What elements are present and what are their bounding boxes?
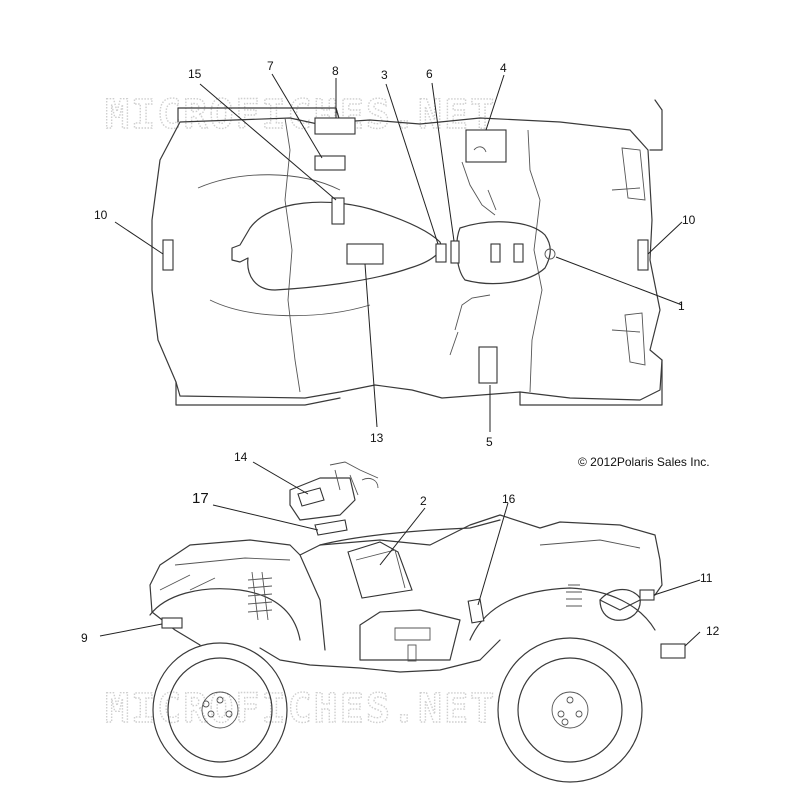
decal-6: [450, 240, 460, 264]
callout-2: 2: [420, 494, 427, 508]
decal-3: [435, 243, 447, 263]
decal-7: [314, 155, 346, 171]
callout-11: 11: [700, 571, 713, 585]
atv-top-view: [151, 99, 663, 406]
decal-5: [478, 346, 498, 384]
callout-6: 6: [426, 67, 433, 81]
decal-16: [467, 598, 485, 624]
decal-11: [639, 589, 655, 601]
callout-10-front: 10: [682, 213, 696, 227]
decal-15: [331, 197, 345, 225]
callout-4: 4: [500, 61, 507, 75]
decal-9: [161, 617, 183, 629]
decal-4: [465, 129, 507, 163]
callout-16: 16: [502, 492, 516, 506]
decal-13: [346, 243, 384, 265]
callout-12: 12: [706, 624, 720, 638]
callout-14: 14: [234, 450, 248, 464]
callout-8: 8: [332, 64, 339, 78]
decal-10-rear: [162, 239, 174, 271]
watermark-bottom: MICROFICHES.NET: [105, 686, 496, 732]
watermark-top: MICROFICHES.NET: [105, 92, 496, 138]
leader-lines: [99, 73, 701, 647]
callout-1: 1: [678, 299, 685, 313]
callout-15: 15: [188, 67, 202, 81]
decal-10-front: [637, 239, 649, 271]
callout-5: 5: [486, 435, 493, 449]
callout-9: 9: [81, 631, 88, 645]
copyright-notice: © 2012Polaris Sales Inc.: [578, 455, 710, 469]
decal-12: [660, 643, 686, 659]
callout-17: 17: [192, 490, 209, 507]
callout-labels: 1 2 3 4 5 6 7 8 9 10 10 11 12 13 14 15 1…: [81, 59, 720, 645]
callout-13: 13: [370, 431, 384, 445]
decal-2: [347, 541, 413, 599]
decal-17: [314, 519, 348, 536]
callout-7: 7: [267, 59, 274, 73]
callout-3: 3: [381, 68, 388, 82]
decal-8: [314, 117, 356, 135]
atv-side-view: [149, 461, 686, 783]
callout-10-rear: 10: [94, 208, 108, 222]
